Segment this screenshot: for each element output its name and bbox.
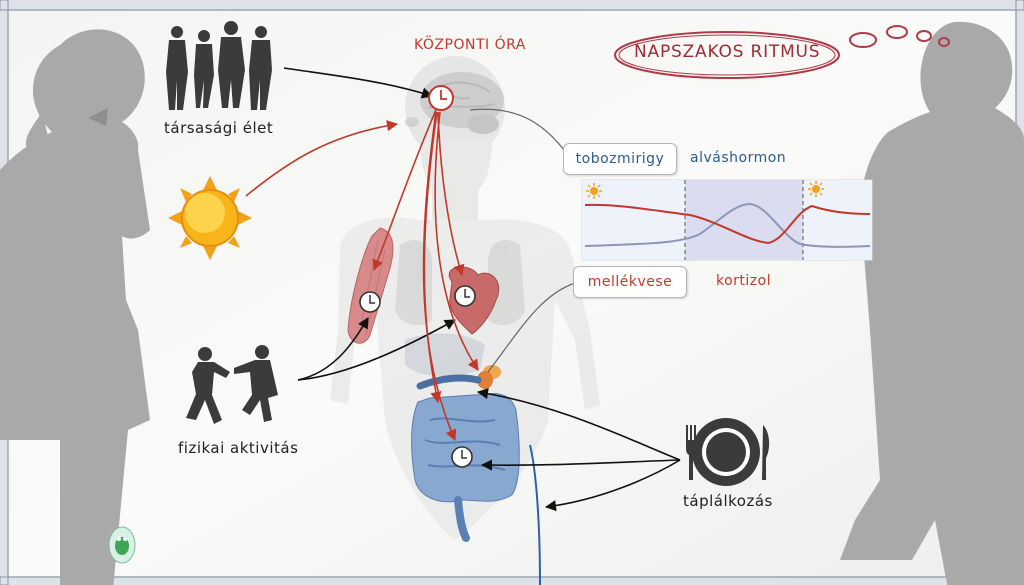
thought-bubble-icon	[614, 25, 950, 79]
frog-logo-icon	[108, 526, 136, 564]
social-life-label: társasági élet	[164, 119, 274, 137]
central-clock-icon	[428, 85, 454, 111]
plate-cutlery-icon	[686, 418, 770, 486]
muscle-clock-icon	[359, 291, 381, 313]
light-arrow	[245, 120, 399, 197]
spinal-line	[529, 444, 541, 585]
pineal-gland-box: tobozmirigy	[563, 143, 677, 175]
adrenal-connector	[487, 282, 576, 373]
adrenal-gland-label: mellékvese	[587, 274, 673, 290]
melatonin-curve	[584, 202, 871, 248]
adrenal-gland-box: mellékvese	[573, 266, 687, 298]
input-arrows	[283, 67, 681, 512]
pineal-connector	[469, 108, 569, 156]
liver-stomach	[405, 333, 485, 377]
left-woman-silhouette	[0, 29, 150, 585]
dancers-icon	[186, 345, 278, 424]
sleep-hormone-label: alváshormon	[690, 150, 787, 166]
lungs	[395, 240, 525, 326]
gut-clock-icon	[451, 446, 473, 468]
chart-day-band-2	[803, 180, 872, 260]
clock-signal-arrows	[372, 109, 479, 442]
central-clock-label: KÖZPONTI ÓRA	[414, 37, 526, 53]
right-man-silhouette	[840, 21, 1024, 585]
cortisol-curve	[584, 203, 871, 245]
heart-clock-icon	[454, 285, 476, 307]
people-group-icon	[166, 21, 272, 110]
sun-small-icon	[586, 183, 602, 199]
physical-activity-label: fizikai aktivitás	[178, 439, 299, 457]
chart-day-band	[582, 180, 685, 260]
pineal-gland-label: tobozmirigy	[575, 151, 665, 167]
diagram-title: NAPSZAKOS RITMUS	[634, 42, 821, 62]
pancreas	[416, 374, 482, 390]
cortisol-label: kortizol	[716, 273, 772, 289]
eating-label: táplálkozás	[683, 492, 773, 510]
hormone-rhythm-chart	[581, 179, 873, 261]
sun-small-icon-2	[808, 181, 824, 197]
adrenal-gland	[477, 365, 501, 389]
sun-icon	[168, 176, 252, 260]
chart-night-band	[685, 180, 803, 260]
